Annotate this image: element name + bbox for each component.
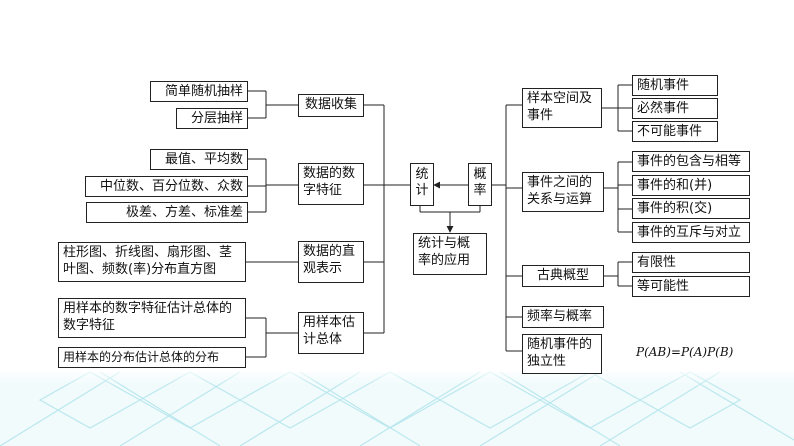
sample-item-impossible-event: 不可能事件 bbox=[632, 121, 718, 142]
collect-item-stratified: 分层抽样 bbox=[176, 108, 248, 129]
category-classical-probability: 古典概型 bbox=[522, 265, 604, 287]
center-probability: 概率 bbox=[468, 163, 492, 206]
independence-formula: P(AB)=P(A)P(B) bbox=[636, 345, 734, 359]
estimate-item-numeric-features: 用样本的数字特征估计总体的数字特征 bbox=[58, 298, 246, 338]
classical-item-finiteness: 有限性 bbox=[632, 252, 750, 273]
numeric-item-range-variance-sd: 极差、方差、标准差 bbox=[86, 202, 248, 223]
category-numeric-features: 数据的数字特征 bbox=[298, 163, 364, 205]
estimate-item-distribution: 用样本的分布估计总体的分布 bbox=[58, 347, 246, 368]
numeric-item-median-percentile-mode: 中位数、百分位数、众数 bbox=[85, 176, 248, 197]
relation-item-union: 事件的和(并) bbox=[632, 175, 750, 196]
numeric-item-extremes-mean: 最值、平均数 bbox=[150, 149, 248, 170]
sample-item-certain-event: 必然事件 bbox=[632, 98, 718, 119]
visual-item-charts: 柱形图、折线图、扇形图、茎叶图、频数(率)分布直方图 bbox=[58, 242, 246, 282]
category-visual-representation: 数据的直观表示 bbox=[298, 241, 364, 283]
category-data-collection: 数据收集 bbox=[298, 94, 364, 117]
relation-item-exclusive-complementary: 事件的互斥与对立 bbox=[632, 222, 750, 243]
sample-item-random-event: 随机事件 bbox=[632, 75, 718, 96]
relation-item-inclusion-equality: 事件的包含与相等 bbox=[632, 151, 750, 172]
category-sample-space-events: 样本空间及事件 bbox=[522, 88, 602, 128]
category-event-relations: 事件之间的关系与运算 bbox=[522, 172, 604, 212]
collect-item-simple-random: 简单随机抽样 bbox=[150, 81, 248, 102]
relation-item-intersection: 事件的积(交) bbox=[632, 198, 750, 219]
classical-item-equal-likelihood: 等可能性 bbox=[632, 276, 750, 297]
category-frequency-probability: 频率与概率 bbox=[522, 306, 604, 328]
category-event-independence: 随机事件的独立性 bbox=[522, 334, 602, 374]
center-statistics: 统计 bbox=[410, 163, 434, 206]
center-application: 统计与概率的应用 bbox=[413, 233, 487, 275]
category-sample-estimation: 用样本估计总体 bbox=[298, 312, 364, 354]
